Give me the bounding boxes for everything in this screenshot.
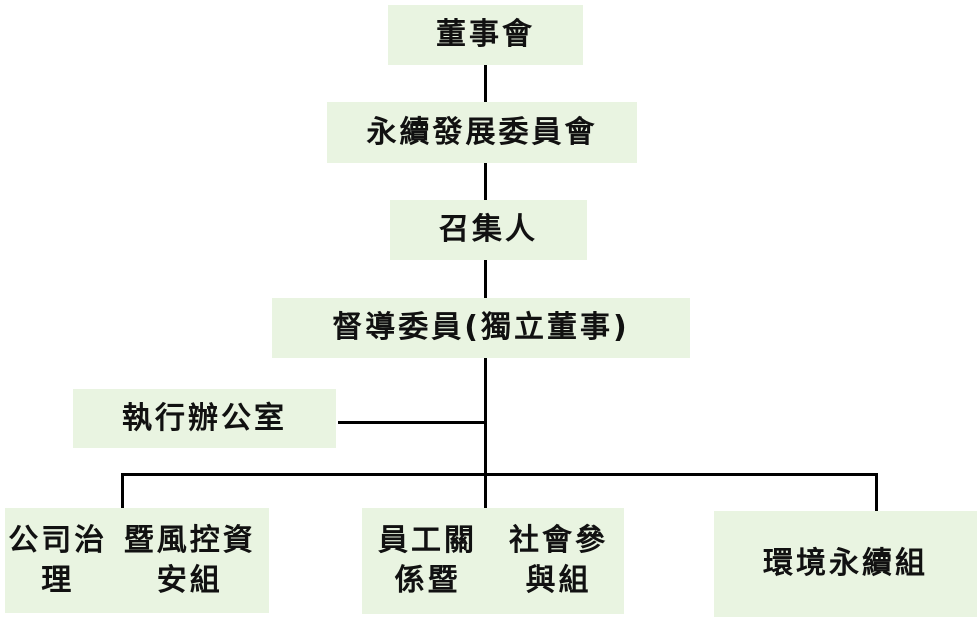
node-executive-office: 執行辦公室 xyxy=(73,389,336,448)
connector-environment-drop xyxy=(875,473,878,511)
node-employee-line2: 社會參與組 xyxy=(509,523,608,598)
node-convener: 召集人 xyxy=(390,200,587,260)
connector-convener-supervisor xyxy=(484,260,487,298)
connector-executive-office xyxy=(338,421,486,424)
node-board: 董事會 xyxy=(388,5,583,65)
node-governance-line2: 暨風控資安組 xyxy=(123,522,256,598)
connector-trunk xyxy=(484,358,487,508)
node-supervisor: 督導委員(獨立董事) xyxy=(272,298,690,358)
node-employee-line1: 員工關係暨 xyxy=(378,523,477,598)
connector-governance-drop xyxy=(121,473,124,508)
connector-groups-bar xyxy=(121,473,878,476)
connector-committee-convener xyxy=(484,163,487,200)
node-employee-group: 員工關係暨 社會參與組 xyxy=(362,508,624,614)
node-governance-group: 公司治理 暨風控資安組 xyxy=(5,508,269,613)
node-environment-group: 環境永續組 xyxy=(714,511,977,617)
node-sustainability-committee: 永續發展委員會 xyxy=(327,102,637,163)
connector-board-committee xyxy=(484,65,487,102)
node-governance-line1: 公司治理 xyxy=(8,522,108,598)
